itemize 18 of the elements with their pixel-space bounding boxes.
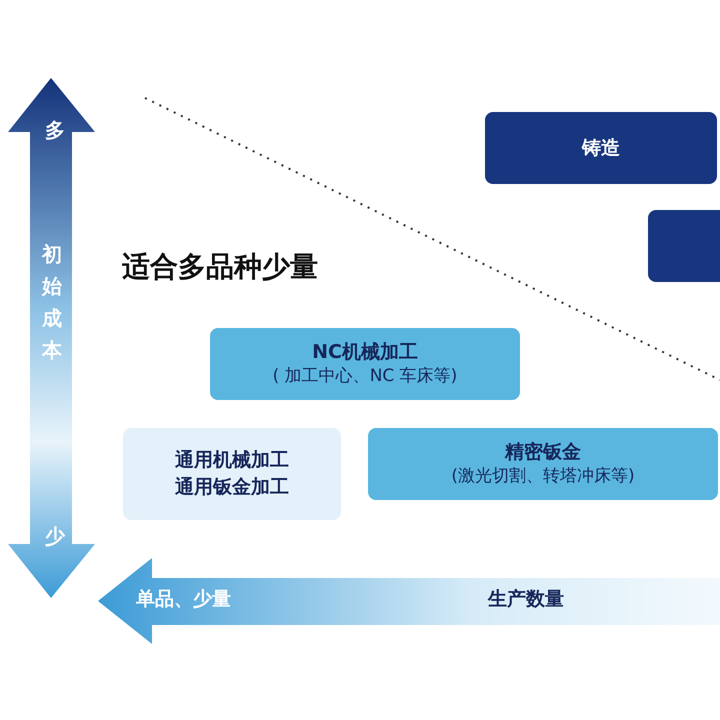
note-text: 适合多品种少量 (122, 250, 318, 284)
process-box (368, 428, 718, 500)
box-title: 铸造 (582, 136, 620, 161)
axis-title: 生产数量 (488, 588, 564, 611)
box-subtitle: (激光切割、转塔冲床等) (451, 465, 635, 488)
process-box (485, 112, 717, 184)
process-box (123, 428, 341, 520)
box (648, 210, 720, 282)
box-subtitle: ( 加工中心、NC 车床等) (272, 365, 458, 388)
box-title: 精密钣金 (505, 440, 581, 465)
box-title: NC机械加工 (312, 340, 418, 365)
box-title: 通用钣金加工 (175, 475, 289, 500)
axis-label: 多 (44, 118, 66, 142)
box-title: 通用机械加工 (175, 448, 289, 474)
axis-label: 少 (44, 524, 66, 548)
axis-label: 单品、少量 (136, 588, 231, 611)
process-box (210, 328, 520, 400)
axis-title: 初始成本 (40, 241, 63, 364)
